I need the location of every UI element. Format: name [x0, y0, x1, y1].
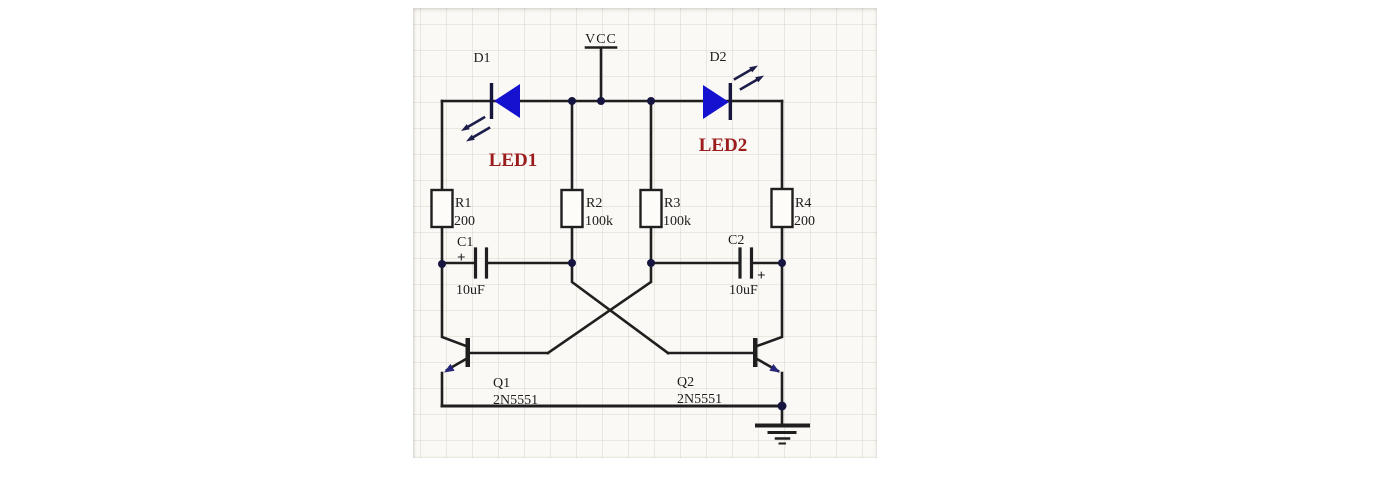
led-d1-emission-arrows-icon [461, 115, 491, 142]
q1-emitter-arrow-icon [444, 363, 455, 373]
resistor-r3-symbol [639, 188, 663, 229]
capacitor-c2-ref-label: C2 [728, 233, 744, 248]
resistor-r2-value-label: 100k [585, 214, 613, 229]
capacitor-c1-plates [473, 247, 489, 279]
right-branch [755, 99, 784, 348]
capacitor-symbols [473, 247, 754, 279]
circuit-diagram: VCC D1 D2 LED1 LED2 R1 200 R2 100k R3 10… [430, 32, 815, 445]
capacitor-c1-polarity-label: + [457, 250, 466, 266]
resistor-r1-value-label: 200 [454, 214, 475, 229]
q2-emitter-arrow-icon [769, 364, 780, 373]
transistor-q1-symbol [444, 338, 470, 373]
schematic-canvas: VCC D1 D2 LED1 LED2 R1 200 R2 100k R3 10… [413, 8, 877, 458]
junction-dots [438, 97, 787, 411]
resistor-r4-value-label: 200 [794, 214, 815, 229]
led-d1-symbol [489, 83, 520, 119]
transistor-q1-ref-label: Q1 [493, 376, 510, 391]
resistor-r2-symbol [560, 188, 584, 229]
transistor-q1-part-label: 2N5551 [493, 393, 538, 408]
capacitor-c1-value-label: 10uF [456, 283, 485, 298]
capacitor-c2-value-label: 10uF [729, 283, 758, 298]
earth-ground-icon [755, 423, 810, 445]
capacitor-c1-ref-label: C1 [457, 235, 473, 250]
resistor-r1-ref-label: R1 [455, 196, 471, 211]
transistor-q2-ref-label: Q2 [677, 375, 694, 390]
led2-name-label: LED2 [699, 135, 748, 156]
resistor-r3-ref-label: R3 [664, 196, 680, 211]
left-branch [440, 99, 468, 348]
r3-branch-cross [546, 99, 653, 355]
capacitor-c2-polarity-label: + [757, 268, 766, 284]
led-d2-ref-label: D2 [709, 50, 726, 65]
led-d2-symbol [703, 83, 732, 120]
led-d1-ref-label: D1 [473, 51, 490, 66]
transistor-q2-part-label: 2N5551 [677, 392, 722, 407]
resistor-r4-ref-label: R4 [795, 196, 811, 211]
transistor-q2-symbol [753, 338, 780, 373]
resistor-r1-symbol [430, 188, 454, 229]
led1-name-label: LED1 [489, 150, 538, 171]
r2-branch-cross [570, 99, 670, 355]
resistor-r4-symbol [770, 187, 794, 229]
resistor-r3-value-label: 100k [663, 214, 691, 229]
vcc-label: VCC [585, 32, 617, 47]
capacitor-c2-plates [738, 247, 754, 279]
led-d2-emission-arrows-icon [733, 65, 764, 91]
resistor-r2-ref-label: R2 [586, 196, 602, 211]
resistor-symbols [430, 187, 794, 229]
